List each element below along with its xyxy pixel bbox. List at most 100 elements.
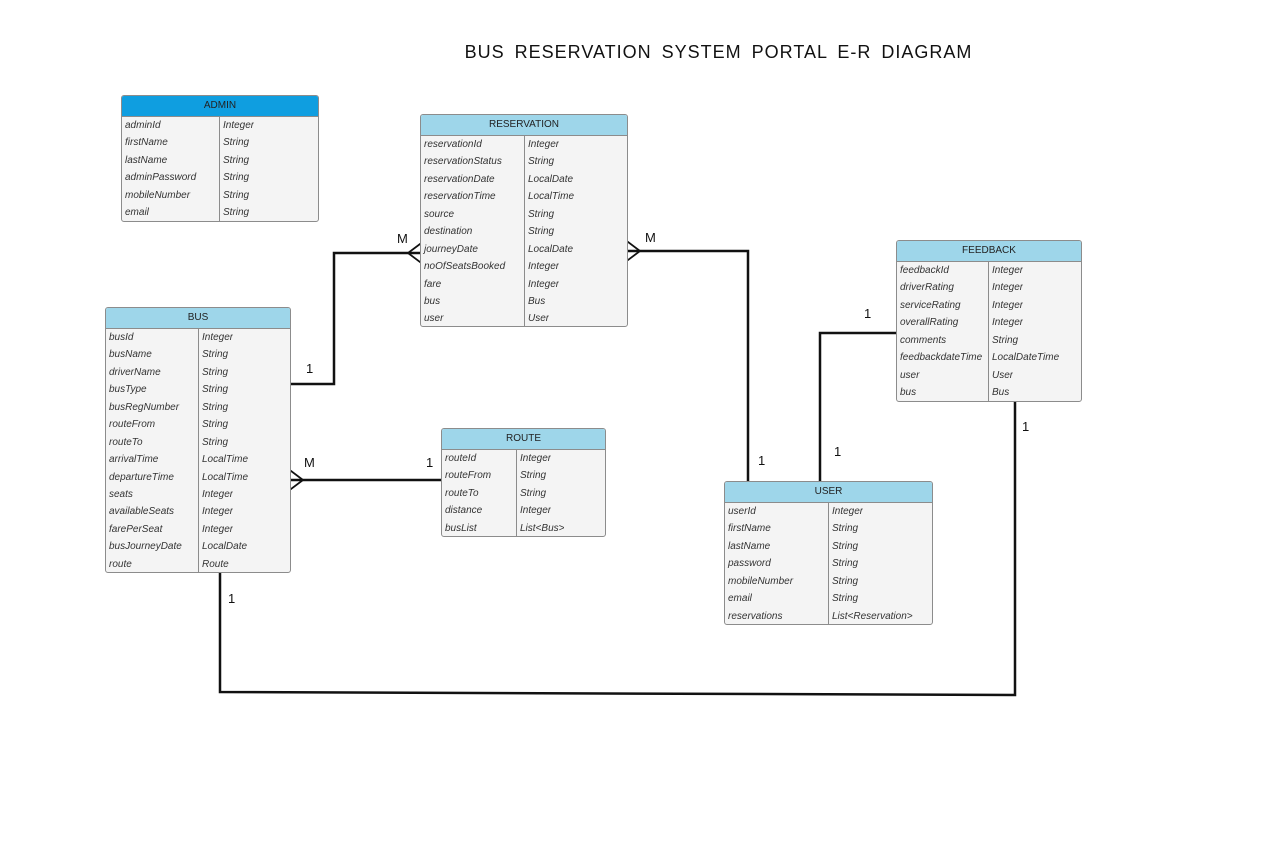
attribute-type: String [528, 208, 555, 220]
attribute-type: String [223, 137, 250, 149]
attribute-name: comments [897, 331, 989, 350]
attribute-name: reservations [725, 607, 829, 624]
attribute-name: noOfSeatsBooked [421, 258, 525, 276]
cardinality-label: 1 [306, 361, 314, 376]
attribute-type: Integer [528, 261, 560, 273]
attribute-type: String [528, 226, 555, 238]
attribute-name: destination [421, 223, 525, 241]
attribute-name: email [725, 590, 829, 608]
cardinality-label: 1 [758, 453, 766, 468]
attribute-type: Integer [202, 332, 234, 343]
attribute-name: firstName [725, 520, 829, 538]
cardinality-label: M [304, 455, 315, 470]
attribute-name: source [421, 205, 525, 224]
attribute-name: lastName [725, 537, 829, 556]
attribute-name: driverRating [897, 279, 989, 297]
cardinality-label: 1 [864, 306, 872, 321]
rel-feedback-bus [218, 399, 1017, 697]
cardinality-label: 1 [426, 455, 434, 470]
attribute-type: List<Reservation> [832, 610, 913, 622]
attribute-type: Integer [202, 488, 234, 500]
attribute-type: LocalDate [528, 173, 574, 185]
attribute-type: User [992, 369, 1014, 381]
attribute-type: String [528, 156, 555, 168]
attribute-type: String [202, 436, 229, 448]
attribute-name: email [122, 204, 220, 221]
attribute-type: LocalDate [202, 541, 248, 553]
attribute-type: LocalTime [202, 471, 249, 483]
attribute-name: busName [106, 346, 199, 364]
attribute-type: String [202, 349, 229, 361]
attribute-type: Integer [520, 505, 552, 517]
attribute-name: distance [442, 502, 517, 520]
attribute-type: Bus [528, 295, 546, 307]
attribute-type: Integer [202, 506, 234, 518]
cardinality-label: 1 [228, 591, 236, 606]
attribute-name: mobileNumber [725, 572, 829, 591]
cardinality-label: M [397, 231, 408, 246]
attribute-type: LocalTime [528, 191, 575, 203]
attribute-name: user [421, 310, 525, 326]
attribute-type: String [223, 154, 250, 166]
entity-header: RESERVATION [421, 115, 627, 136]
attribute-type: String [992, 334, 1019, 346]
attribute-type: Integer [223, 120, 255, 131]
attribute-type: Bus [992, 387, 1010, 399]
rel-bus-reservation [289, 251, 422, 386]
crowsfoot-reservation-left [406, 242, 422, 264]
attribute-name: bus [421, 292, 525, 311]
attribute-type: String [832, 558, 859, 570]
attribute-name: arrivalTime [106, 451, 199, 469]
attribute-name: reservationTime [421, 188, 525, 206]
attribute-name: journeyDate [421, 240, 525, 259]
attribute-type: Integer [992, 265, 1024, 276]
crowsfoot-reservation-right [626, 240, 642, 262]
entity-header: BUS [106, 308, 290, 329]
attribute-name: farePerSeat [106, 520, 199, 539]
attribute-type: Integer [992, 299, 1024, 311]
attribute-type: String [520, 470, 547, 482]
attribute-name: overallRating [897, 314, 989, 332]
crowsfoot-bus-right [289, 469, 305, 491]
attribute-name: feedbackdateTime [897, 349, 989, 367]
attribute-name: busType [106, 381, 199, 399]
attribute-name: serviceRating [897, 296, 989, 315]
cardinality-label: 1 [834, 444, 842, 459]
attribute-name: reservationId [421, 136, 525, 154]
attribute-type: String [832, 593, 859, 605]
attribute-type: String [223, 172, 250, 184]
attribute-name: departureTime [106, 468, 199, 486]
